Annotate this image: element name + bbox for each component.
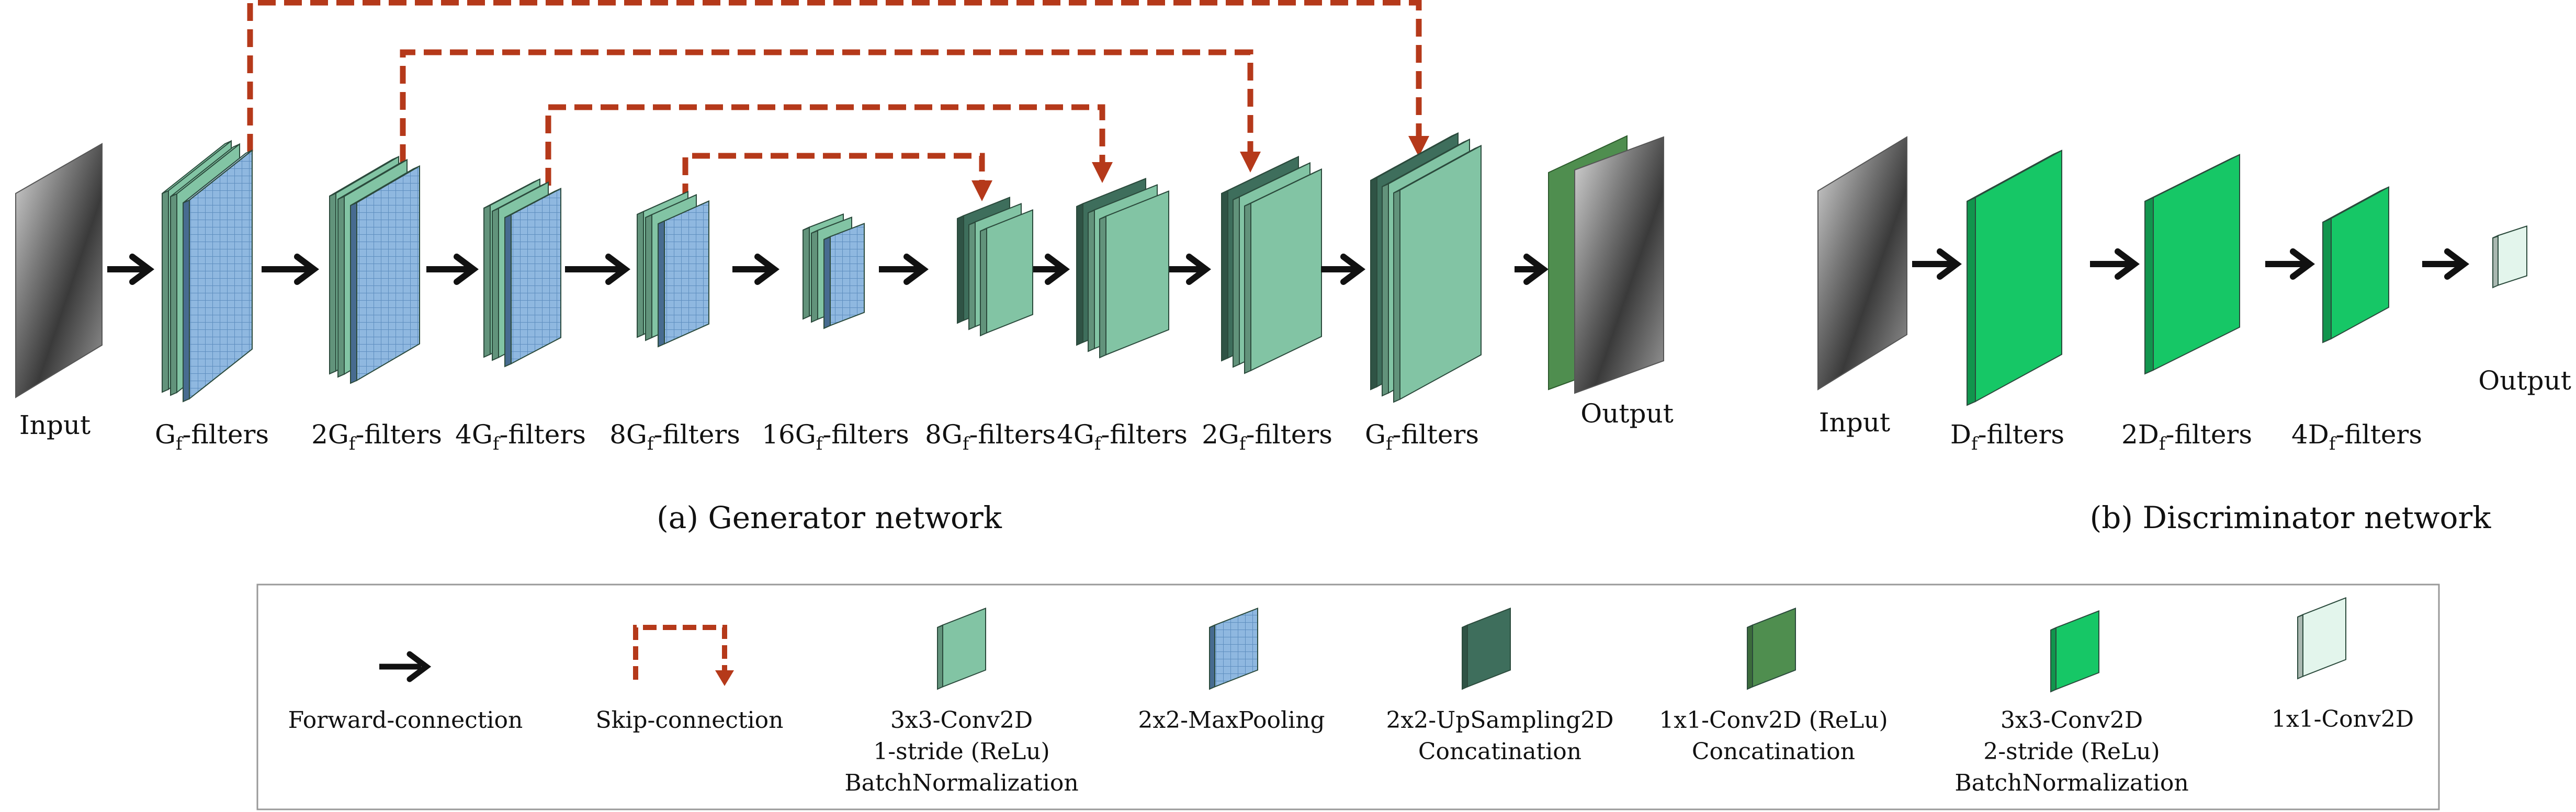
maxpool-slab — [823, 223, 865, 329]
stride2-conv-slab — [2322, 186, 2389, 344]
forward-arrow-2 — [262, 254, 319, 285]
discriminator-input-image — [1817, 136, 1907, 391]
forward-arrow-3 — [426, 254, 479, 285]
legend-label-conv1x1_linear: 1x1-Conv2D — [2272, 706, 2414, 733]
discriminator-layer-label-3: 4Df-filters — [2291, 419, 2422, 454]
discriminator-caption: (b) Discriminator network — [2090, 500, 2492, 535]
upsample-slab-icon — [1462, 608, 1511, 690]
stride2-slab-icon — [2050, 610, 2099, 693]
discriminator-block-2 — [2144, 154, 2240, 375]
generator-encoder-block-2 — [329, 155, 420, 384]
conv1x1-linear-legend-icon — [2297, 597, 2346, 680]
generator-layer-label-2: 2Gf-filters — [311, 419, 442, 454]
maxpool-slab — [350, 165, 420, 384]
discriminator-block-3 — [2322, 186, 2389, 344]
disc-forward-arrow-4 — [2422, 248, 2469, 280]
generator-layer-label-7: 4Gf-filters — [1057, 419, 1188, 454]
disc-forward-arrow-3 — [2265, 248, 2315, 280]
discriminator-input-label: Input — [1819, 407, 1890, 438]
forward-arrow-icon — [379, 651, 432, 682]
conv-slab — [1099, 190, 1169, 359]
legend: Forward-connection Skip-connection 3x3-Con… — [256, 584, 2440, 810]
conv-slab-icon — [937, 608, 986, 690]
discriminator-layer-label-2: 2Df-filters — [2121, 419, 2252, 454]
conv-slab — [1393, 144, 1482, 403]
forward-arrow-5 — [732, 254, 779, 285]
skip-connection-1 — [247, 0, 1429, 157]
generator-encoder-block-5 — [803, 213, 865, 329]
forward-arrow-6 — [879, 254, 929, 285]
discriminator-layer-label-1: Df-filters — [1950, 419, 2064, 454]
legend-box — [256, 584, 2440, 810]
upsample-legend-icon — [1462, 608, 1511, 690]
legend-label-skip: Skip-connection — [596, 707, 784, 734]
conv1x1-legend-icon — [1747, 608, 1796, 690]
disc-forward-arrow-2 — [2090, 248, 2140, 280]
generator-decoder-block-2 — [1076, 178, 1169, 359]
forward-arrows — [107, 248, 2469, 285]
generator-layer-label-9: Gf-filters — [1365, 419, 1479, 454]
stride2-conv-slab — [1967, 150, 2062, 406]
skip-connection-2 — [400, 49, 1261, 173]
forward-arrow-1 — [107, 254, 154, 285]
generator-encoder-block-3 — [483, 178, 561, 368]
maxpool-legend-icon — [1209, 608, 1258, 690]
maxpool-slab — [504, 187, 561, 368]
generator-output-label: Output — [1580, 398, 1674, 429]
skip-connections — [247, 0, 1429, 201]
generator-layer-label-4: 8Gf-filters — [609, 419, 740, 454]
generator-input-image — [15, 143, 103, 398]
maxpool-slab — [658, 200, 709, 348]
generator-output-image — [1548, 135, 1664, 394]
generator-encoder-block-4 — [637, 191, 709, 348]
generator-layer-label-5: 16Gf-filters — [762, 419, 909, 454]
generator-input-label: Input — [19, 410, 91, 440]
discriminator-block-1 — [1967, 150, 2062, 406]
stride2-legend-icon — [2050, 610, 2099, 693]
forward-arrow-7 — [1033, 254, 1070, 285]
discriminator-output-label: Output — [2478, 365, 2571, 396]
discriminator-output-block — [2492, 225, 2527, 289]
disc-forward-arrow-1 — [1912, 248, 1962, 280]
generator-encoder-block-1 — [162, 140, 253, 403]
maxpool-slab — [183, 149, 253, 403]
generator-layer-label-3: 4Gf-filters — [455, 419, 586, 454]
stride2-conv-slab — [2144, 154, 2240, 375]
generator-layer-label-8: 2Gf-filters — [1202, 419, 1332, 454]
conv-slab — [980, 209, 1033, 337]
forward-arrow-4 — [565, 254, 630, 285]
legend-label-pool: 2x2-MaxPooling — [1138, 707, 1325, 734]
maxpool-slab-icon — [1209, 608, 1258, 690]
generator-layer-label-1: Gf-filters — [155, 419, 269, 454]
skip-connection-4 — [682, 153, 992, 201]
conv1x1-linear-slab-icon — [2297, 597, 2346, 680]
forward-arrow-10 — [1515, 254, 1549, 285]
discriminator-layer-labels: Df-filters 2Df-filters 4Df-filters — [1950, 419, 2422, 454]
forward-arrow-9 — [1321, 254, 1365, 285]
generator-decoder-block-1 — [957, 197, 1033, 337]
conv-legend-icon — [937, 608, 986, 690]
generator-decoder-block-4 — [1370, 132, 1482, 403]
legend-labels: Forward-connection Skip-connection 3x3-Con… — [288, 706, 2414, 796]
generator-layer-label-6: 8Gf-filters — [925, 419, 1056, 454]
skip-connection-3 — [545, 104, 1113, 186]
conv1x1-slab — [2492, 225, 2527, 289]
skip-arrow-icon — [633, 625, 734, 686]
legend-icons — [379, 597, 2346, 693]
conv1x1-slab-icon — [1747, 608, 1796, 690]
layer-blocks — [162, 132, 2527, 406]
forward-arrow-8 — [1169, 254, 1211, 285]
legend-label-forward: Forward-connection — [288, 707, 523, 734]
legend-label-conv1x1: 1x1-Conv2D (ReLu)Concatination — [1659, 707, 1888, 765]
conv-slab — [1244, 168, 1322, 374]
generator-decoder-block-3 — [1221, 156, 1322, 374]
generator-caption: (a) Generator network — [657, 500, 1002, 535]
